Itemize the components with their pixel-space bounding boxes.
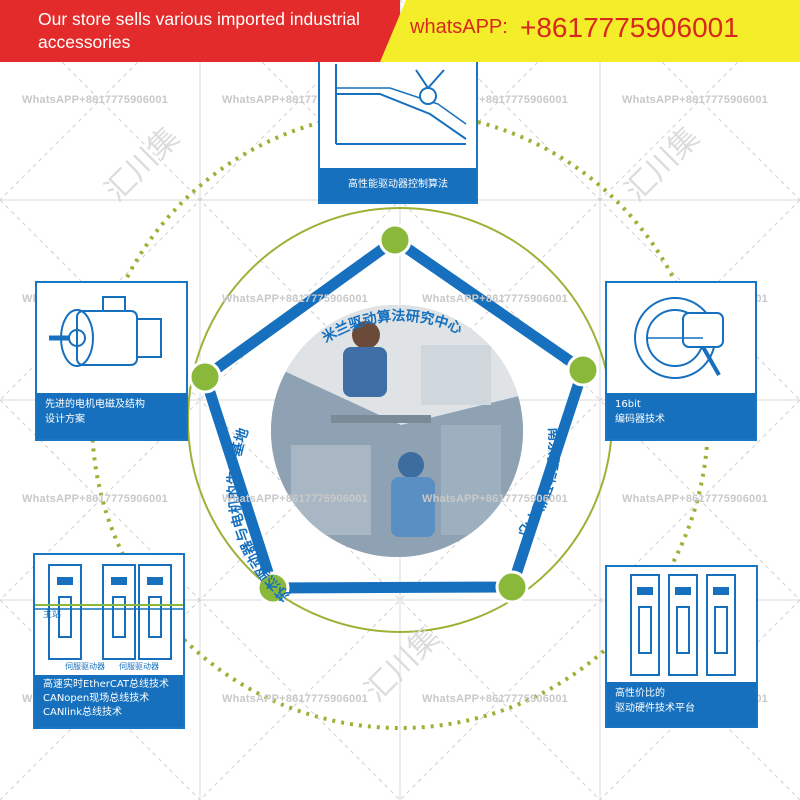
- servo-motor-icon: [49, 296, 162, 367]
- card-label-line2: 编码器技术: [615, 414, 665, 425]
- store-banner: Our store sells various imported industr…: [0, 0, 800, 62]
- whatsapp-label: whatsAPP:: [410, 16, 508, 38]
- card-motor-design: 先进的电机电磁及结构 设计方案: [35, 281, 188, 441]
- watermark: WhatsAPP+8617775906001: [22, 493, 168, 505]
- card-label-line1: 先进的电机电磁及结构: [45, 399, 145, 410]
- master-tag: 主站: [43, 610, 62, 620]
- node-bottom-left: [256, 571, 290, 605]
- watermark: WhatsAPP+8617775906001: [622, 94, 768, 106]
- card-caption: 先进的电机电磁及结构 设计方案: [37, 393, 186, 439]
- card-caption: 16bit 编码器技术: [607, 393, 755, 439]
- card-label: 高性能驱动器控制算法: [348, 179, 448, 190]
- card-encoder: 16bit 编码器技术: [605, 281, 757, 441]
- watermark: WhatsAPP+8617775906001: [622, 493, 768, 505]
- watermark: WhatsAPP+8617775906001: [222, 493, 368, 505]
- algorithm-graph-icon: [335, 64, 467, 145]
- slave-label-1: 伺服驱动器: [65, 662, 105, 671]
- card-label-line1: 16bit: [615, 399, 641, 410]
- slave-label-2: 伺服驱动器: [119, 662, 159, 671]
- card-label-line3: CANlink总线技术: [43, 707, 122, 718]
- arc-label-top: 米兰驱动算法研究中心: [319, 307, 464, 346]
- watermark: WhatsAPP+8617775906001: [422, 293, 568, 305]
- card-bus-technology: 主站 伺服驱动器 伺服驱动器 高速实时EtherCAT总线技术 CANopen现…: [33, 553, 185, 729]
- node-left: [188, 360, 222, 394]
- watermark: WhatsAPP+8617775906001: [422, 693, 568, 705]
- arc-label-right: 南京驱动研发中心: [514, 427, 563, 539]
- card-control-algorithm: 高性能驱动器控制算法: [318, 42, 478, 204]
- store-text-line2: accessories: [38, 32, 131, 52]
- watermark: WhatsAPP+8617775906001: [22, 94, 168, 106]
- card-label-line1: 高速实时EtherCAT总线技术: [43, 679, 169, 690]
- watermark: WhatsAPP+8617775906001: [222, 293, 368, 305]
- card-caption: 高速实时EtherCAT总线技术 CANopen现场总线技术 CANlink总线…: [35, 675, 183, 727]
- pentagon: [199, 234, 589, 594]
- store-text-line1: Our store sells various imported industr…: [38, 9, 360, 29]
- drive-hardware-icon: [630, 574, 736, 676]
- card-label-line2: CANopen现场总线技术: [43, 693, 150, 704]
- servo-drives-network-icon: [35, 564, 183, 660]
- node-top: [378, 223, 412, 257]
- card-label-line1: 高性价比的: [615, 688, 665, 699]
- card-caption: 高性能驱动器控制算法: [320, 168, 476, 202]
- card-caption: 高性价比的 驱动硬件技术平台: [607, 682, 756, 726]
- card-label-line2: 设计方案: [45, 414, 85, 425]
- node-bottom-right: [495, 570, 529, 604]
- card-label-line2: 驱动硬件技术平台: [615, 703, 695, 714]
- factory-photo: [271, 305, 523, 557]
- card-hardware-platform: 高性价比的 驱动硬件技术平台: [605, 565, 758, 728]
- node-right: [566, 353, 600, 387]
- watermark: WhatsAPP+8617775906001: [422, 493, 568, 505]
- whatsapp-number: +8617775906001: [520, 12, 739, 43]
- arc-label-left: 苏杰驱动器与电机的生产基地: [225, 426, 294, 605]
- watermark: WhatsAPP+8617775906001: [222, 693, 368, 705]
- banner-red-panel: [0, 0, 400, 62]
- encoder-icon: [634, 297, 724, 379]
- banner-yellow-panel: [380, 0, 800, 62]
